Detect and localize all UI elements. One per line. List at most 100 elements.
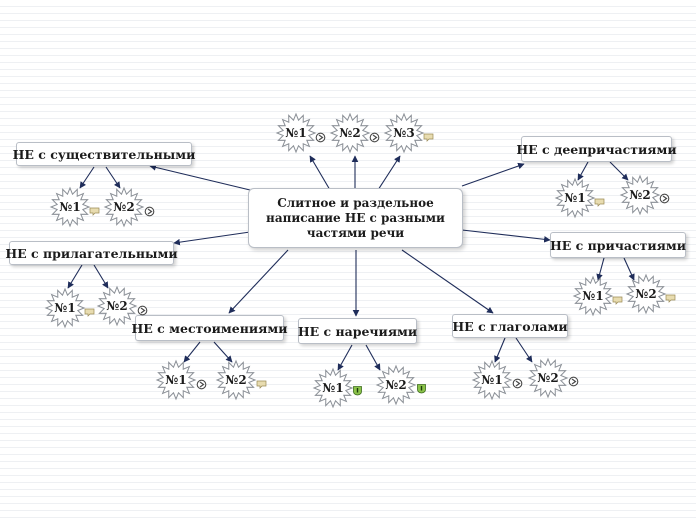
gerunds-item-1-label: №1 (564, 191, 586, 205)
connector-to-gerunds (461, 162, 525, 187)
connector-gerunds-2 (609, 161, 629, 181)
topic-verbs[interactable]: НЕ с глаголами (452, 314, 568, 338)
connector-nouns-1 (79, 166, 95, 189)
burst-shape (155, 359, 197, 401)
link-icon[interactable] (369, 128, 380, 143)
note-icon[interactable] (423, 128, 434, 142)
center-item-1[interactable]: №1 (275, 112, 317, 154)
burst-outline (329, 112, 371, 154)
topic-nouns[interactable]: НЕ с существительными (13, 142, 195, 166)
connector-verbs-2 (515, 337, 533, 363)
connector-adjectives-1 (67, 264, 83, 289)
topic-participles[interactable]: НЕ с причастиями (550, 232, 686, 258)
burst-outline (103, 186, 145, 228)
topic-gerunds[interactable]: НЕ с деепричастиями (516, 136, 677, 162)
connector-to-center-item-1 (309, 155, 331, 191)
link-icon[interactable] (659, 189, 670, 204)
note-icon[interactable] (89, 202, 100, 216)
topic-adverbs[interactable]: НЕ с наречиями (298, 318, 417, 344)
attachment-icon[interactable] (416, 379, 427, 394)
central-topic-line-1: Слитное и раздельное (277, 195, 434, 210)
burst-shape (312, 367, 354, 409)
burst-shape (44, 287, 86, 329)
center-item-3[interactable]: №3 (383, 112, 425, 154)
central-topic[interactable]: Слитное и раздельное написание НЕ с разн… (248, 188, 463, 248)
pronouns-item-1-label: №1 (165, 373, 187, 387)
connector-to-center-item-3 (377, 155, 401, 191)
connector-gerunds-1 (577, 161, 589, 181)
burst-outline (572, 275, 614, 317)
burst-shape (572, 275, 614, 317)
pronouns-item-2-label: №2 (225, 373, 247, 387)
link-icon[interactable] (512, 374, 523, 389)
connector-to-nouns (149, 164, 251, 191)
adjectives-item-2[interactable]: №2 (96, 285, 138, 327)
adverbs-item-1-label: №1 (322, 381, 344, 395)
participles-item-2-label: №2 (635, 287, 657, 301)
note-icon[interactable] (84, 303, 95, 317)
adjectives-item-2-label: №2 (106, 299, 128, 313)
connector-to-adjectives (173, 231, 251, 246)
topic-pronouns[interactable]: НЕ с местоимениями (131, 315, 288, 341)
nouns-item-1[interactable]: №1 (49, 186, 91, 228)
link-icon[interactable] (144, 202, 155, 217)
adverbs-item-2-label: №2 (385, 378, 407, 392)
link-icon[interactable] (315, 128, 326, 143)
adverbs-item-1[interactable]: №1 (312, 367, 354, 409)
link-icon[interactable] (137, 301, 148, 316)
burst-outline (375, 364, 417, 406)
pronouns-item-2[interactable]: №2 (215, 359, 257, 401)
burst-shape (103, 186, 145, 228)
verbs-item-1[interactable]: №1 (471, 359, 513, 401)
link-icon[interactable] (568, 372, 579, 387)
burst-shape (375, 364, 417, 406)
burst-outline (312, 367, 354, 409)
note-icon[interactable] (665, 289, 676, 303)
burst-shape (471, 359, 513, 401)
center-item-2[interactable]: №2 (329, 112, 371, 154)
burst-outline (625, 273, 667, 315)
connector-to-verbs (401, 249, 494, 314)
center-item-1-label: №1 (285, 126, 307, 140)
connector-participles-2 (623, 257, 635, 281)
adjectives-item-1[interactable]: №1 (44, 287, 86, 329)
burst-outline (383, 112, 425, 154)
burst-shape (96, 285, 138, 327)
burst-outline (619, 174, 661, 216)
connector-nouns-2 (105, 166, 121, 189)
gerunds-item-1[interactable]: №1 (554, 177, 596, 219)
adverbs-item-2[interactable]: №2 (375, 364, 417, 406)
burst-shape (625, 273, 667, 315)
participles-item-1[interactable]: №1 (572, 275, 614, 317)
burst-outline (96, 285, 138, 327)
nouns-item-2[interactable]: №2 (103, 186, 145, 228)
burst-outline (215, 359, 257, 401)
burst-outline (275, 112, 317, 154)
burst-shape (527, 357, 569, 399)
link-icon[interactable] (196, 375, 207, 390)
gerunds-item-2[interactable]: №2 (619, 174, 661, 216)
central-topic-line-2: написание НЕ с разными (266, 210, 445, 225)
connector-pronouns-1 (183, 341, 201, 363)
connector-adverbs-1 (337, 344, 353, 371)
connector-participles-1 (596, 257, 605, 281)
verbs-item-2[interactable]: №2 (527, 357, 569, 399)
burst-shape (329, 112, 371, 154)
burst-outline (527, 357, 569, 399)
participles-item-2[interactable]: №2 (625, 273, 667, 315)
burst-shape (275, 112, 317, 154)
note-icon[interactable] (256, 375, 267, 389)
burst-outline (44, 287, 86, 329)
burst-outline (155, 359, 197, 401)
verbs-item-2-label: №2 (537, 371, 559, 385)
pronouns-item-1[interactable]: №1 (155, 359, 197, 401)
gerunds-item-2-label: №2 (629, 188, 651, 202)
note-icon[interactable] (594, 193, 605, 207)
note-icon[interactable] (612, 291, 623, 305)
burst-shape (619, 174, 661, 216)
adjectives-item-1-label: №1 (54, 301, 76, 315)
attachment-icon[interactable] (352, 381, 363, 396)
burst-shape (383, 112, 425, 154)
topic-adjectives[interactable]: НЕ с прилагательными (5, 241, 178, 265)
